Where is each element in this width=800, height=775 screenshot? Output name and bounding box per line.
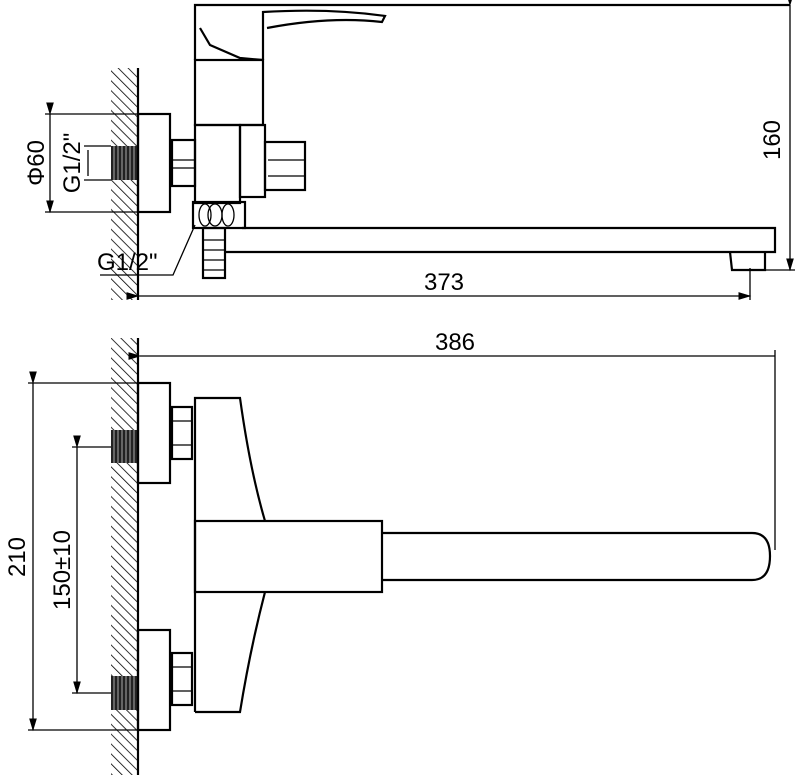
dimension-210: 210 bbox=[4, 371, 170, 732]
dimension-outlet-thread: G1/2" bbox=[97, 224, 196, 276]
reach-dim-label: 373 bbox=[424, 269, 464, 296]
mixer-body-plan bbox=[193, 396, 772, 714]
inlet-thread-upper bbox=[111, 430, 138, 463]
inlet-nut-lower bbox=[170, 651, 194, 707]
hose-fitting bbox=[201, 226, 227, 280]
wall-flange-lower bbox=[136, 628, 172, 732]
wall-flange-upper bbox=[136, 381, 172, 485]
inlet-nut-upper bbox=[170, 405, 194, 461]
dimension-373: 373 bbox=[126, 268, 752, 300]
overall-width-label: 210 bbox=[4, 537, 31, 577]
dimension-150: 150±10 bbox=[49, 435, 111, 695]
dimension-160: 160 bbox=[759, 0, 795, 272]
spout bbox=[225, 226, 777, 272]
dimension-386: 386 bbox=[128, 329, 776, 550]
inlet-thread bbox=[111, 146, 138, 180]
side-view: 160 373 G1/2" Φ60 G1/2" bbox=[23, 0, 795, 300]
overall-length-label: 386 bbox=[435, 329, 475, 356]
wall-section bbox=[111, 68, 140, 300]
wall-flange bbox=[136, 112, 172, 214]
inlet-thread-label: G1/2" bbox=[59, 133, 86, 194]
inlet-nut bbox=[170, 138, 197, 188]
cartridge-nut bbox=[263, 140, 307, 192]
outlet-thread-label: G1/2" bbox=[97, 249, 158, 276]
inlet-spacing-label: 150±10 bbox=[49, 530, 76, 610]
dimension-inlet-thread: G1/2" bbox=[59, 133, 111, 194]
inlet-thread-lower bbox=[111, 676, 138, 710]
outlet-nut bbox=[191, 200, 247, 230]
top-view: 386 210 150±10 bbox=[4, 329, 776, 775]
flange-diameter-label: Φ60 bbox=[23, 140, 50, 186]
mixer-body bbox=[193, 3, 790, 205]
height-dim-label: 160 bbox=[759, 120, 786, 160]
dimension-phi60: Φ60 bbox=[23, 102, 138, 214]
